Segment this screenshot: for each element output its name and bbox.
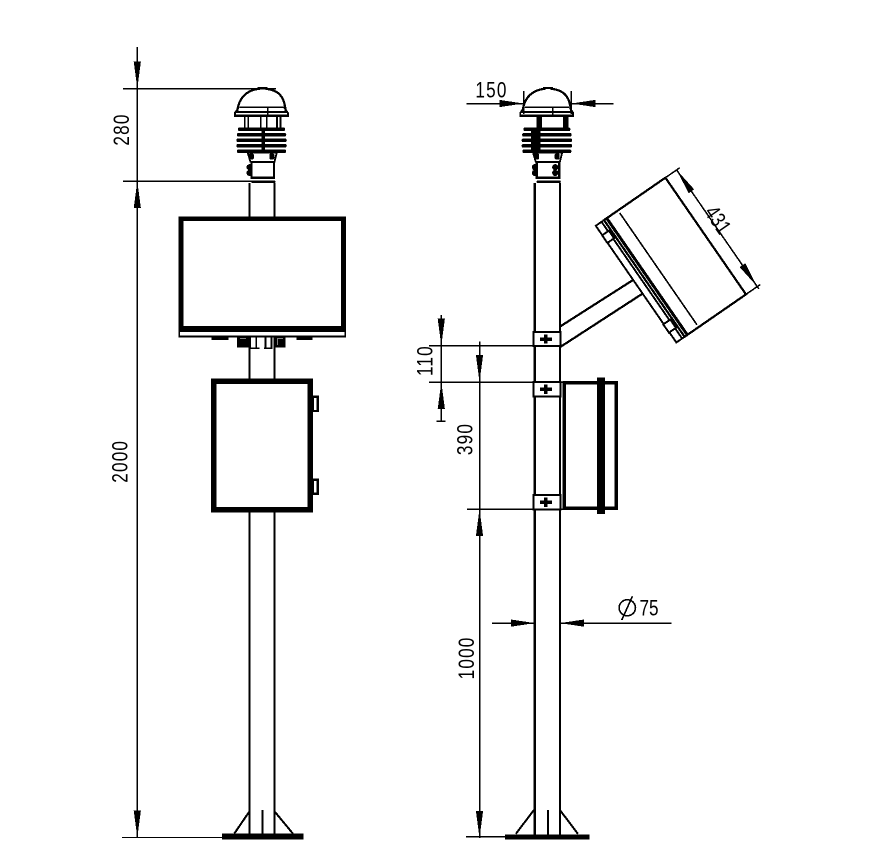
svg-text:390: 390 [454,423,479,455]
svg-text:110: 110 [414,345,439,376]
svg-text:75: 75 [639,597,658,622]
svg-text:1000: 1000 [455,636,480,679]
svg-text:2000: 2000 [109,440,134,483]
svg-text:150: 150 [475,78,507,103]
svg-text:280: 280 [110,113,135,145]
